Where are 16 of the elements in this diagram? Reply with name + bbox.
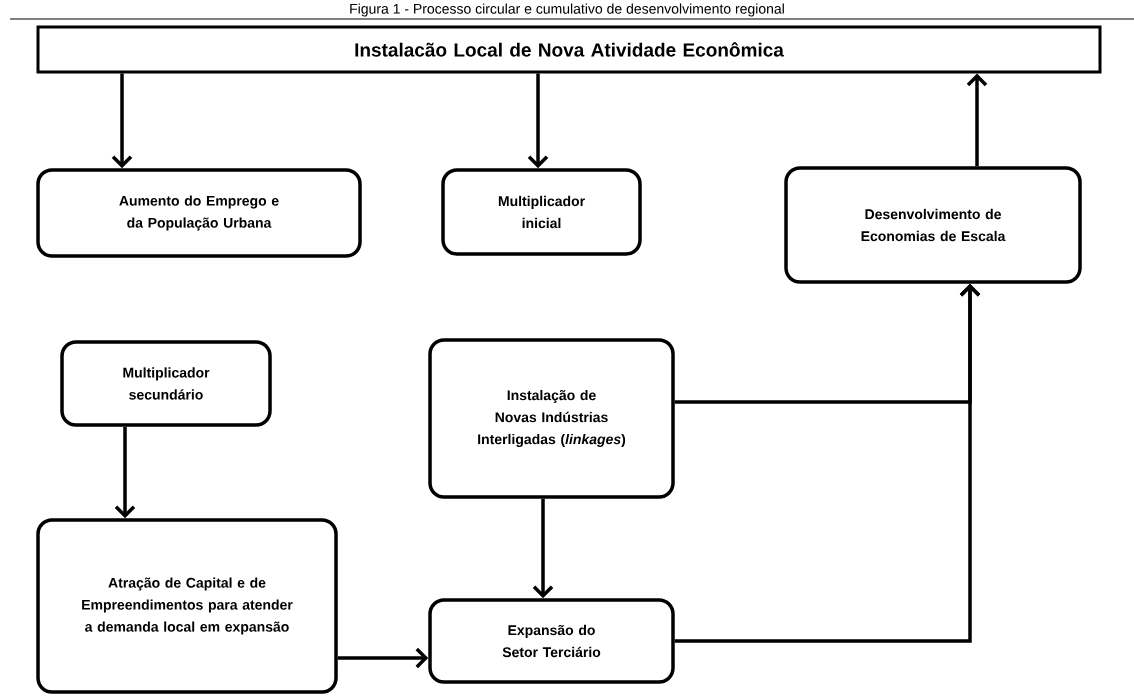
arrow: [532, 498, 554, 599]
process-box: Atração de Capital e de Empreendimentos para atender a demanda local em expansão: [36, 518, 338, 694]
arrow: [674, 283, 981, 643]
process-box: Aumento do Emprego e da População Urbana: [36, 168, 362, 258]
arrow: [966, 73, 988, 167]
process-box: Expansão do Setor Terciário: [428, 598, 675, 684]
figure-title: Figura 1 - Processo circular e cumulativo de desenvolvimento regional: [350, 3, 784, 17]
process-box: Desenvolvimento de Economias de Escala: [784, 166, 1082, 284]
banner-box: Instalacão Local de Nova Atividade Econômica: [36, 25, 1102, 74]
process-box: Multiplicador secundário: [60, 340, 272, 427]
arrow: [111, 73, 133, 169]
arrow: [527, 73, 549, 169]
arrow: [114, 426, 136, 519]
arrow: [337, 647, 429, 669]
process-box: Multiplicador inicial: [441, 168, 642, 256]
process-box: Instalação de Novas Indústrias Interligadas (linkages): [428, 338, 675, 499]
